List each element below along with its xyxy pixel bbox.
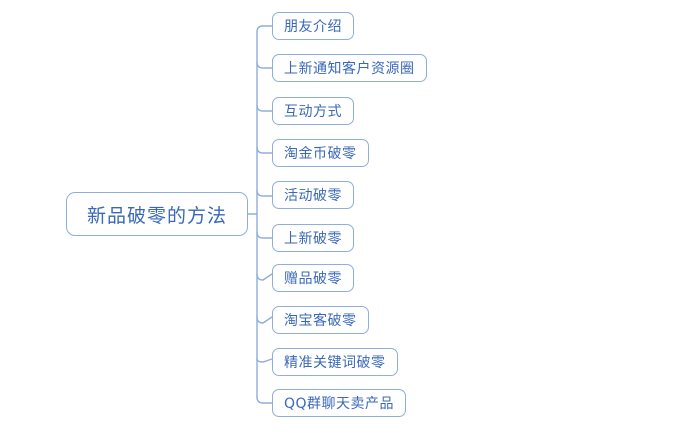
root-node-label: 新品破零的方法 bbox=[86, 204, 227, 227]
connector-branch-1 bbox=[256, 25, 273, 33]
connector-branch-9 bbox=[256, 358, 273, 363]
connector-branch-5 bbox=[256, 189, 273, 197]
branch-node-5[interactable]: 活动破零 bbox=[272, 181, 354, 209]
branch-node-label: 上新通知客户资源圈 bbox=[284, 61, 415, 77]
branch-node-label: 上新破零 bbox=[284, 231, 342, 247]
branch-node-label: 互动方式 bbox=[284, 104, 342, 120]
connector-branch-7 bbox=[256, 273, 273, 281]
connector-branch-6 bbox=[256, 231, 273, 239]
branch-node-label: 朋友介绍 bbox=[284, 19, 342, 35]
branch-node-label: 赠品破零 bbox=[284, 271, 342, 287]
branch-node-8[interactable]: 淘宝客破零 bbox=[272, 306, 369, 334]
connector-branch-8 bbox=[256, 316, 273, 324]
connector-branch-2 bbox=[256, 61, 273, 69]
branch-node-label: 精准关键词破零 bbox=[284, 355, 386, 371]
branch-node-label: QQ群聊天卖产品 bbox=[284, 396, 395, 412]
branch-node-4[interactable]: 淘金币破零 bbox=[272, 139, 369, 167]
branch-node-label: 淘宝客破零 bbox=[284, 313, 357, 329]
branch-node-label: 活动破零 bbox=[284, 188, 342, 204]
branch-node-2[interactable]: 上新通知客户资源圈 bbox=[272, 54, 427, 82]
branch-node-10[interactable]: QQ群聊天卖产品 bbox=[272, 389, 407, 417]
connector-branch-4 bbox=[256, 146, 273, 154]
branch-node-7[interactable]: 赠品破零 bbox=[272, 264, 354, 292]
branch-node-label: 淘金币破零 bbox=[284, 146, 357, 162]
connector-branch-10 bbox=[256, 396, 273, 404]
branch-node-3[interactable]: 互动方式 bbox=[272, 97, 354, 125]
branch-node-9[interactable]: 精准关键词破零 bbox=[272, 348, 398, 376]
branch-node-6[interactable]: 上新破零 bbox=[272, 224, 354, 252]
connector-branch-3 bbox=[256, 104, 273, 112]
root-node[interactable]: 新品破零的方法 bbox=[66, 192, 248, 236]
branch-node-1[interactable]: 朋友介绍 bbox=[272, 12, 354, 40]
